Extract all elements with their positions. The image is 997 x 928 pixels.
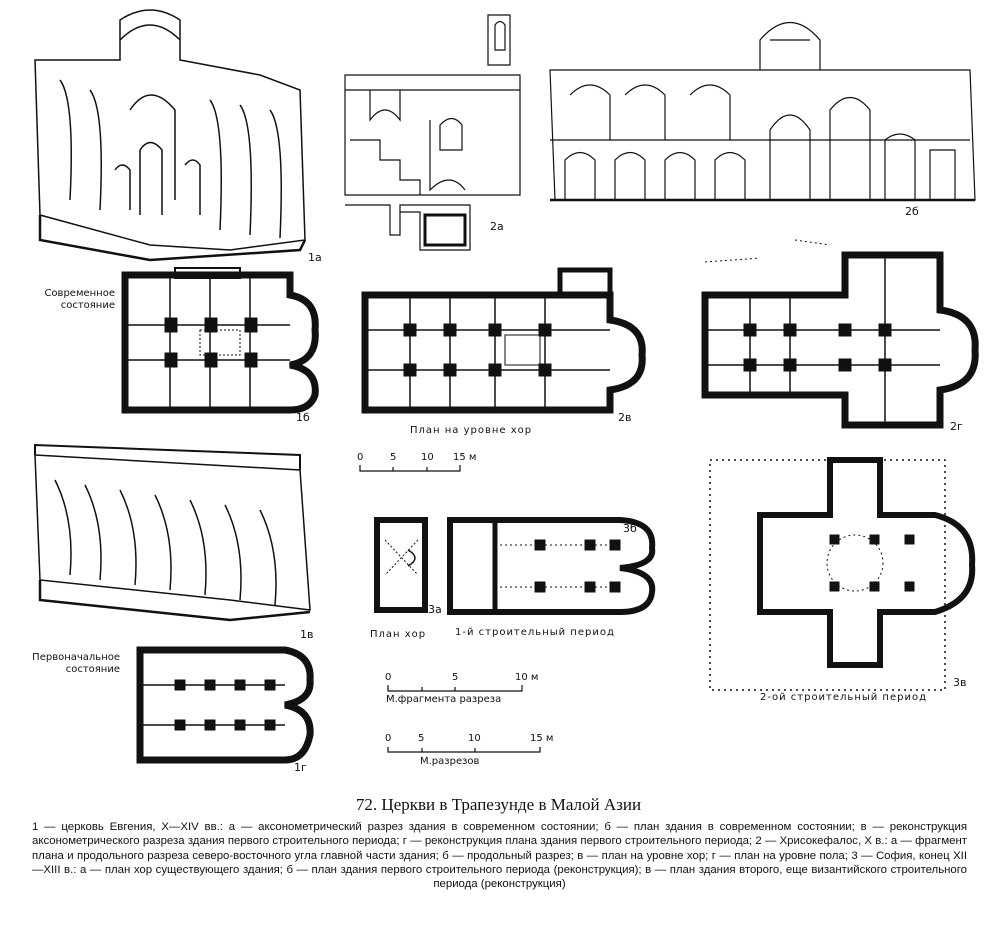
scale-tick: 15 м <box>530 733 554 744</box>
figure-drawings <box>34 9 979 764</box>
scale-bar-sections <box>387 747 541 753</box>
scale-caption: М.разрезов <box>420 756 480 767</box>
scale-tick: 10 <box>421 452 434 463</box>
label-1a: 1а <box>308 251 322 264</box>
label-3v: 3в <box>953 676 967 689</box>
plan-3a-choir <box>374 517 428 613</box>
plan-3v-second-period <box>709 457 976 691</box>
label-first-period: 1-й строительный период <box>455 627 615 638</box>
scale-bar-fragment <box>387 685 523 692</box>
scale-tick: 5 <box>418 733 425 744</box>
plan-2v-choir-level <box>361 267 646 414</box>
scale-caption: М.фрагмента разреза <box>386 694 502 705</box>
label-2v: 2в <box>618 411 632 424</box>
label-second-period: 2-ой строительный период <box>760 692 927 703</box>
label-plan-choir: План хор <box>370 629 427 640</box>
scale-tick: 0 <box>357 452 364 463</box>
label-1g: 1г <box>294 761 307 774</box>
scale-tick: 0 <box>385 672 392 683</box>
plan-1g-reconstruction <box>136 646 314 764</box>
plan-3b-first-period <box>447 517 656 615</box>
label-plan-choir-level: План на уровне хор <box>410 425 533 436</box>
label-1v: 1в <box>300 628 314 641</box>
drawing-1v-axonometric-reconstruction <box>34 443 311 622</box>
scale-bar-top <box>359 465 461 472</box>
scale-tick: 10 <box>468 733 481 744</box>
label-original-state: Первоначальное состояние <box>32 652 120 675</box>
label-2g: 2г <box>950 420 963 433</box>
label-2b: 2б <box>905 205 919 218</box>
figure-caption: 1 — церковь Евгения, X—XIV вв.: а — аксо… <box>32 821 967 891</box>
label-2a: 2а <box>490 220 504 233</box>
label-modern-state: Современное состояние <box>44 288 115 311</box>
drawing-1a-axonometric-section <box>34 9 307 262</box>
label-3b: 3б <box>623 522 637 535</box>
figure-title: 72. Церкви в Трапезунде в Малой Азии <box>355 795 642 814</box>
plan-1b-modern <box>121 267 319 414</box>
scale-tick: 5 <box>390 452 397 463</box>
scale-tick: 10 м <box>515 672 539 683</box>
plan-2g-floor-level <box>701 239 979 429</box>
drawing-2b-longitudinal-section <box>549 21 976 202</box>
drawing-2a-fragment <box>344 14 521 251</box>
label-1b: 1б <box>296 411 310 424</box>
scale-tick: 15 м <box>453 452 477 463</box>
scale-tick: 0 <box>385 733 392 744</box>
scale-tick: 5 <box>452 672 459 683</box>
label-3a: 3а <box>428 603 442 616</box>
